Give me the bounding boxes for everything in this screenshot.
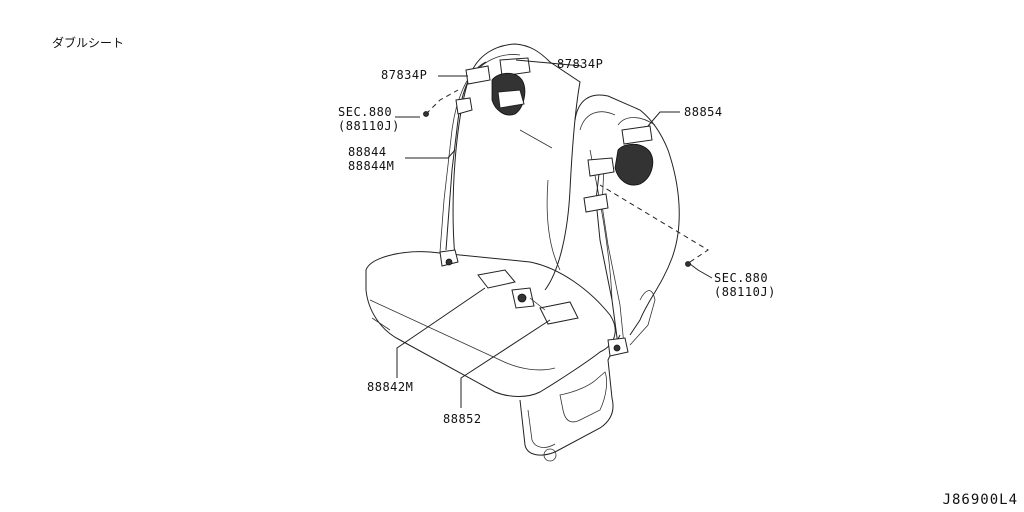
diagram-code: J86900L4 bbox=[942, 492, 1018, 508]
leader-88844 bbox=[405, 149, 456, 159]
seat-frame bbox=[519, 334, 621, 456]
left-seatback bbox=[452, 43, 581, 291]
label-87834p-right: 87834P bbox=[557, 57, 604, 71]
label-88842m: 88842M bbox=[367, 380, 414, 394]
label-88844m: 88844M bbox=[348, 159, 395, 173]
buckle-88852 bbox=[539, 301, 579, 325]
label-88110j-right: (88110J) bbox=[714, 285, 776, 299]
leader-88842m bbox=[396, 287, 486, 378]
leader-87834p-right bbox=[515, 59, 583, 67]
right-seatback bbox=[574, 94, 680, 336]
label-88854: 88854 bbox=[684, 105, 723, 119]
seat-cushion bbox=[365, 251, 616, 397]
label-88852: 88852 bbox=[443, 412, 482, 426]
label-sec880-left: SEC.880 bbox=[338, 105, 393, 119]
left-belt-webbing bbox=[445, 61, 487, 251]
label-88844: 88844 bbox=[348, 145, 387, 159]
label-88110j-left: (88110J) bbox=[338, 119, 400, 133]
leader-88854 bbox=[647, 111, 680, 127]
buckle-88842m bbox=[477, 269, 516, 289]
label-sec880-right: SEC.880 bbox=[714, 271, 769, 285]
leader-88852 bbox=[460, 319, 551, 408]
right-belt-webbing bbox=[595, 164, 619, 346]
label-87834p-left: 87834P bbox=[381, 68, 428, 82]
diagram-title: ダブルシート bbox=[52, 36, 125, 50]
leader-sec880-right bbox=[689, 263, 713, 279]
